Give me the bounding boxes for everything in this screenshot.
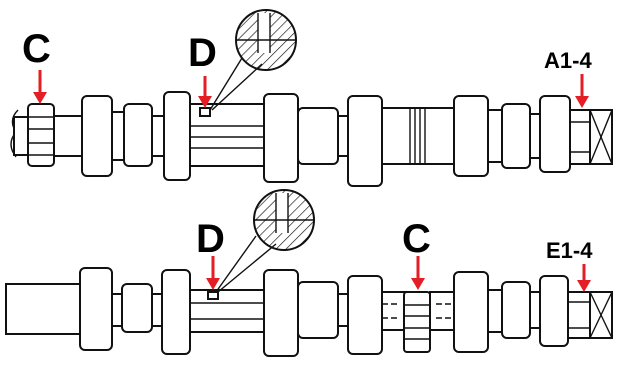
top-oil-hole bbox=[199, 107, 211, 117]
label-bottom-d: D bbox=[196, 217, 225, 261]
bottom-shaft-segment bbox=[151, 293, 163, 327]
bottom-cam-lobe bbox=[79, 267, 113, 351]
top-hex-nut-c bbox=[27, 103, 55, 167]
top-cam-lobe bbox=[81, 95, 113, 177]
top-shaft-segment bbox=[487, 109, 503, 163]
label-top-c: C bbox=[22, 27, 51, 71]
bottom-shaft-segment bbox=[487, 289, 503, 333]
top-cam-lobe bbox=[263, 93, 299, 183]
arrow-bottom-e1-4 bbox=[577, 264, 591, 292]
bottom-journal bbox=[297, 281, 339, 339]
top-journal bbox=[501, 103, 531, 169]
bottom-shaft-segment bbox=[529, 291, 541, 329]
arrow-bottom-c bbox=[411, 256, 425, 290]
arrow-bottom-d bbox=[206, 256, 220, 290]
bottom-shaft-stub bbox=[5, 283, 81, 335]
top-cam-lobe bbox=[347, 95, 383, 187]
top-camshaft bbox=[10, 9, 613, 187]
top-cam-lobe bbox=[163, 91, 191, 181]
bottom-oil-hole bbox=[207, 291, 219, 300]
top-shaft-segment bbox=[337, 115, 349, 157]
bottom-camshaft bbox=[5, 189, 613, 357]
top-shaft-segment bbox=[53, 115, 83, 157]
bottom-journal bbox=[501, 281, 531, 339]
top-journal bbox=[297, 107, 339, 165]
label-bottom-e1-4: E1-4 bbox=[546, 238, 593, 263]
bottom-detail-magnifier bbox=[215, 189, 315, 293]
bottom-cam-lobe bbox=[263, 269, 299, 357]
bottom-shaft-segment bbox=[337, 293, 349, 327]
bottom-cam-lobe bbox=[347, 275, 383, 355]
bottom-hex-nut-c bbox=[381, 291, 455, 353]
top-grooved-section bbox=[381, 107, 455, 165]
top-shaft-segment bbox=[151, 115, 165, 157]
arrow-top-c bbox=[33, 70, 47, 104]
callout-arrows bbox=[33, 70, 591, 292]
top-shaft-segment bbox=[111, 111, 125, 161]
bottom-shaft-segment bbox=[111, 293, 123, 327]
top-journal bbox=[123, 103, 153, 167]
bottom-cam-lobe bbox=[539, 275, 569, 347]
label-bottom-c: C bbox=[402, 217, 431, 261]
top-end-flange bbox=[569, 109, 613, 165]
top-cam-lobe bbox=[539, 95, 571, 173]
arrow-top-a1-4 bbox=[575, 74, 589, 108]
bottom-end-flange bbox=[567, 291, 613, 339]
top-journal-with-oil-hole bbox=[189, 103, 265, 167]
bottom-cam-lobe bbox=[453, 271, 489, 353]
top-shaft-stub bbox=[13, 116, 29, 156]
top-cam-lobe bbox=[453, 95, 489, 177]
arrow-top-d bbox=[198, 76, 212, 108]
bottom-cam-lobe bbox=[161, 269, 191, 355]
top-shaft-segment bbox=[529, 113, 541, 159]
label-top-d: D bbox=[188, 31, 217, 75]
top-detail-magnifier bbox=[209, 9, 297, 111]
label-top-a1-4: A1-4 bbox=[544, 48, 592, 73]
bottom-journal bbox=[121, 283, 153, 333]
bottom-journal-with-oil-hole bbox=[189, 289, 265, 333]
